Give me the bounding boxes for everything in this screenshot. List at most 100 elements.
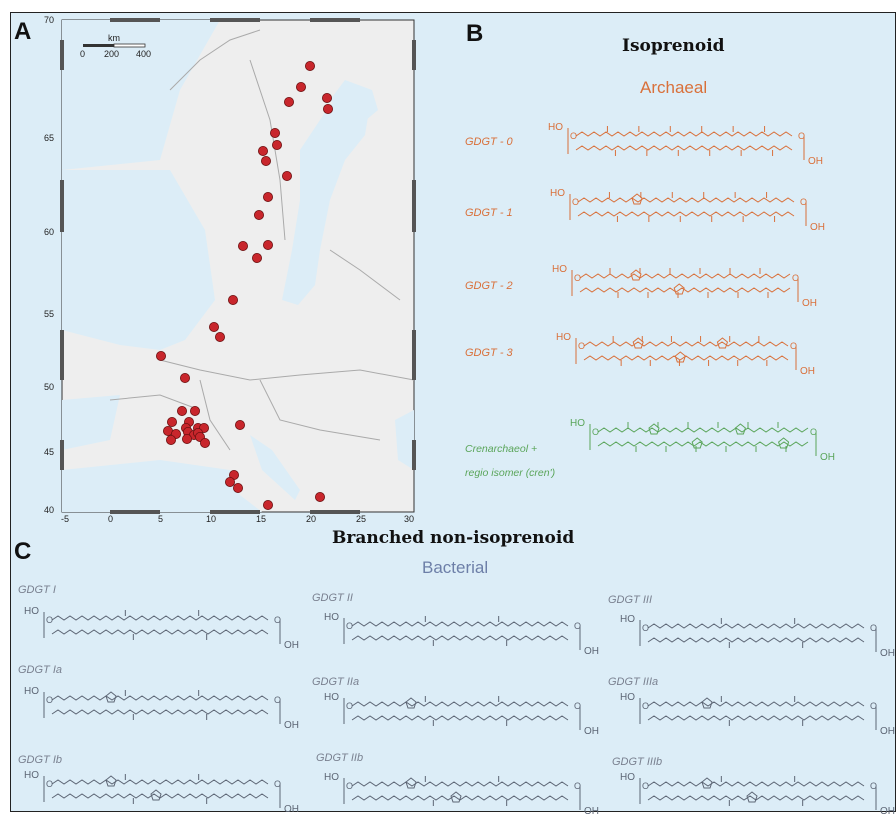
bay-of-biscay [62,395,120,450]
sampling-site-marker [295,82,306,93]
sampling-site-marker [251,252,262,263]
compound-label: GDGT III [608,594,652,606]
sampling-site-marker [208,321,219,332]
o-label: O [570,131,577,141]
ho-label: HO [620,692,635,703]
oh-label: OH [810,222,825,233]
o-label: O [274,779,281,789]
oh-label: OH [880,648,895,659]
o-label: O [578,341,585,351]
ho-label: HO [324,692,339,703]
crenarchaeol-label-2: regio isomer (cren') [465,467,556,479]
oh-label: OH [808,156,823,167]
oh-label: OH [880,726,895,737]
sampling-site-marker [166,416,177,427]
y-tick: 60 [44,227,55,237]
o-label: O [574,621,581,631]
o-label: O [46,615,53,625]
compound-label: GDGT Ia [18,664,63,676]
o-label: O [642,623,649,633]
sampling-site-marker [176,405,187,416]
sampling-site-marker [189,405,200,416]
compound-label: GDGT - 2 [465,280,513,292]
scale-label: 0 [80,49,86,59]
o-label: O [346,701,353,711]
x-tick: 5 [158,514,164,524]
o-label: O [800,197,807,207]
oh-label: OH [880,806,895,817]
compound-label: GDGT Ib [18,754,63,766]
sampling-site-marker [262,499,273,510]
compound-label: GDGT - 1 [465,207,513,219]
o-label: O [274,615,281,625]
oh-label: OH [584,806,599,817]
o-label: O [46,695,53,705]
sampling-sites [155,61,333,510]
compound-label: GDGT - 0 [465,136,513,148]
sampling-site-marker [253,209,264,220]
compound-label: GDGT IIa [312,676,360,688]
baltic-sea [282,95,370,305]
compound-label: GDGT - 3 [465,347,513,359]
o-label: O [792,273,799,283]
o-label: O [790,341,797,351]
ho-label: HO [24,770,39,781]
o-label: O [346,781,353,791]
y-tick: 55 [44,309,55,319]
mediterranean [62,460,262,512]
sampling-site-marker [271,139,282,150]
scale-unit: km [108,33,120,43]
o-label: O [274,695,281,705]
y-tick: 40 [44,505,55,515]
panel-a-label: A [14,18,32,45]
o-label: O [46,779,53,789]
o-label: O [798,131,805,141]
sampling-site-marker [322,104,333,115]
compound-label: GDGT IIIb [612,756,663,768]
x-tick: 30 [404,514,415,524]
x-tick: 0 [108,514,114,524]
sampling-site-marker [283,97,294,108]
sampling-site-marker [155,350,166,361]
y-tick: 45 [44,447,55,457]
sampling-site-marker [181,433,192,444]
sampling-site-marker [224,476,235,487]
bothnian-gulf [330,80,378,125]
sampling-site-marker [179,372,190,383]
sampling-site-marker [260,155,271,166]
o-label: O [642,701,649,711]
isoprenoid-title: Isoprenoid [622,36,725,56]
compound-label: GDGT IIIa [608,676,659,688]
ho-label: HO [548,122,563,133]
panel-c-label: C [14,538,32,565]
ho-label: HO [620,772,635,783]
sampling-site-marker [321,93,332,104]
o-label: O [346,621,353,631]
x-tick: 25 [356,514,367,524]
branched-title: Branched non-isoprenoid [332,528,575,548]
compound-label: GDGT II [312,592,353,604]
sampling-site-marker [304,61,315,72]
ho-label: HO [24,606,39,617]
oh-label: OH [584,646,599,657]
panel-b-label: B [466,20,484,47]
oh-label: OH [584,726,599,737]
sampling-site-marker [269,127,280,138]
scale-label: 400 [136,49,152,59]
sampling-site-marker [237,240,248,251]
molecule-structure: HO OH O O [324,692,599,737]
sampling-site-marker [262,239,273,250]
o-label: O [574,701,581,711]
scale-label: 200 [104,49,120,59]
